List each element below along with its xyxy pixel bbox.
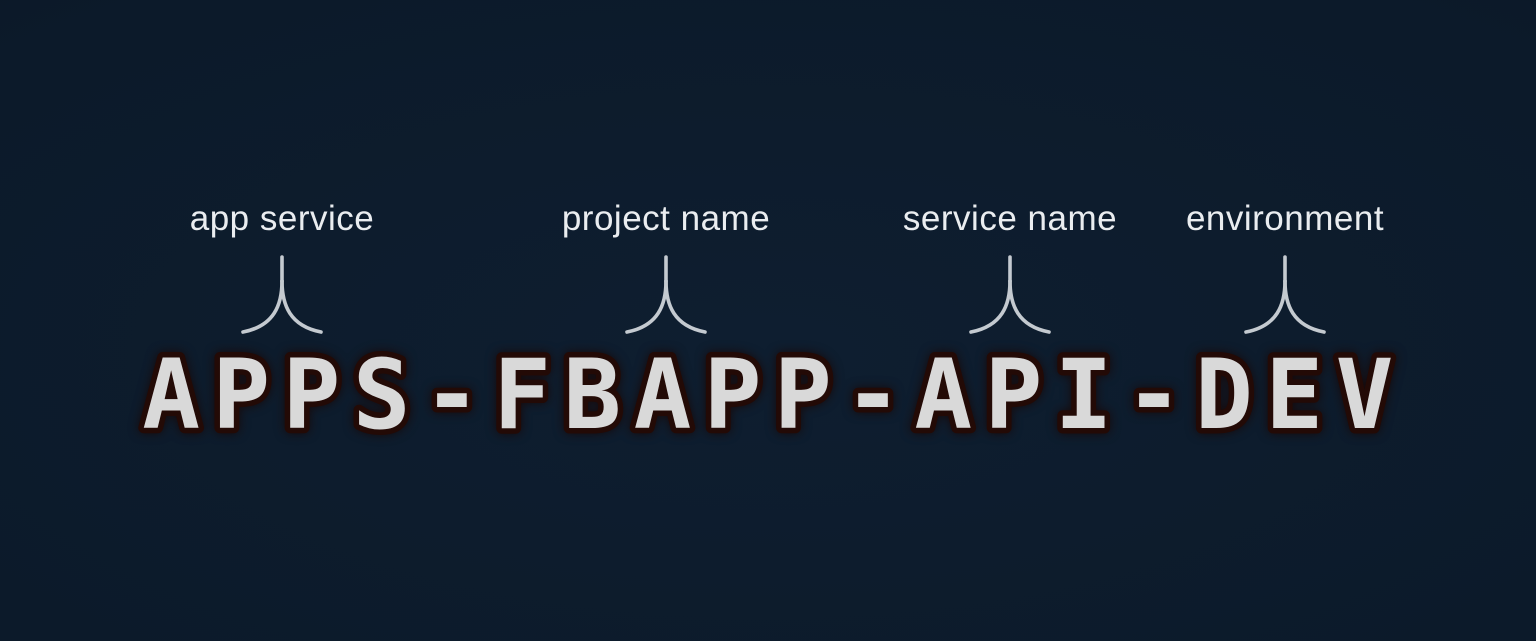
segment-group-project-name: project name	[516, 198, 816, 336]
segment-label: environment	[1185, 199, 1385, 238]
segment-label: project name	[561, 199, 771, 238]
cusp-connector-icon	[241, 255, 323, 334]
resource-name-text: APPS-FBAPP-API-DEV	[142, 339, 1406, 451]
segment-group-environment: environment	[1135, 198, 1435, 336]
segment-group-service-name: service name	[860, 198, 1160, 336]
segment-label: service name	[902, 199, 1118, 238]
cusp-connector-icon	[969, 255, 1051, 334]
segment-label: app service	[189, 199, 375, 238]
cusp-connector-icon	[1244, 255, 1326, 334]
segment-group-app-service: app service	[132, 198, 432, 336]
cusp-connector-icon	[625, 255, 707, 334]
